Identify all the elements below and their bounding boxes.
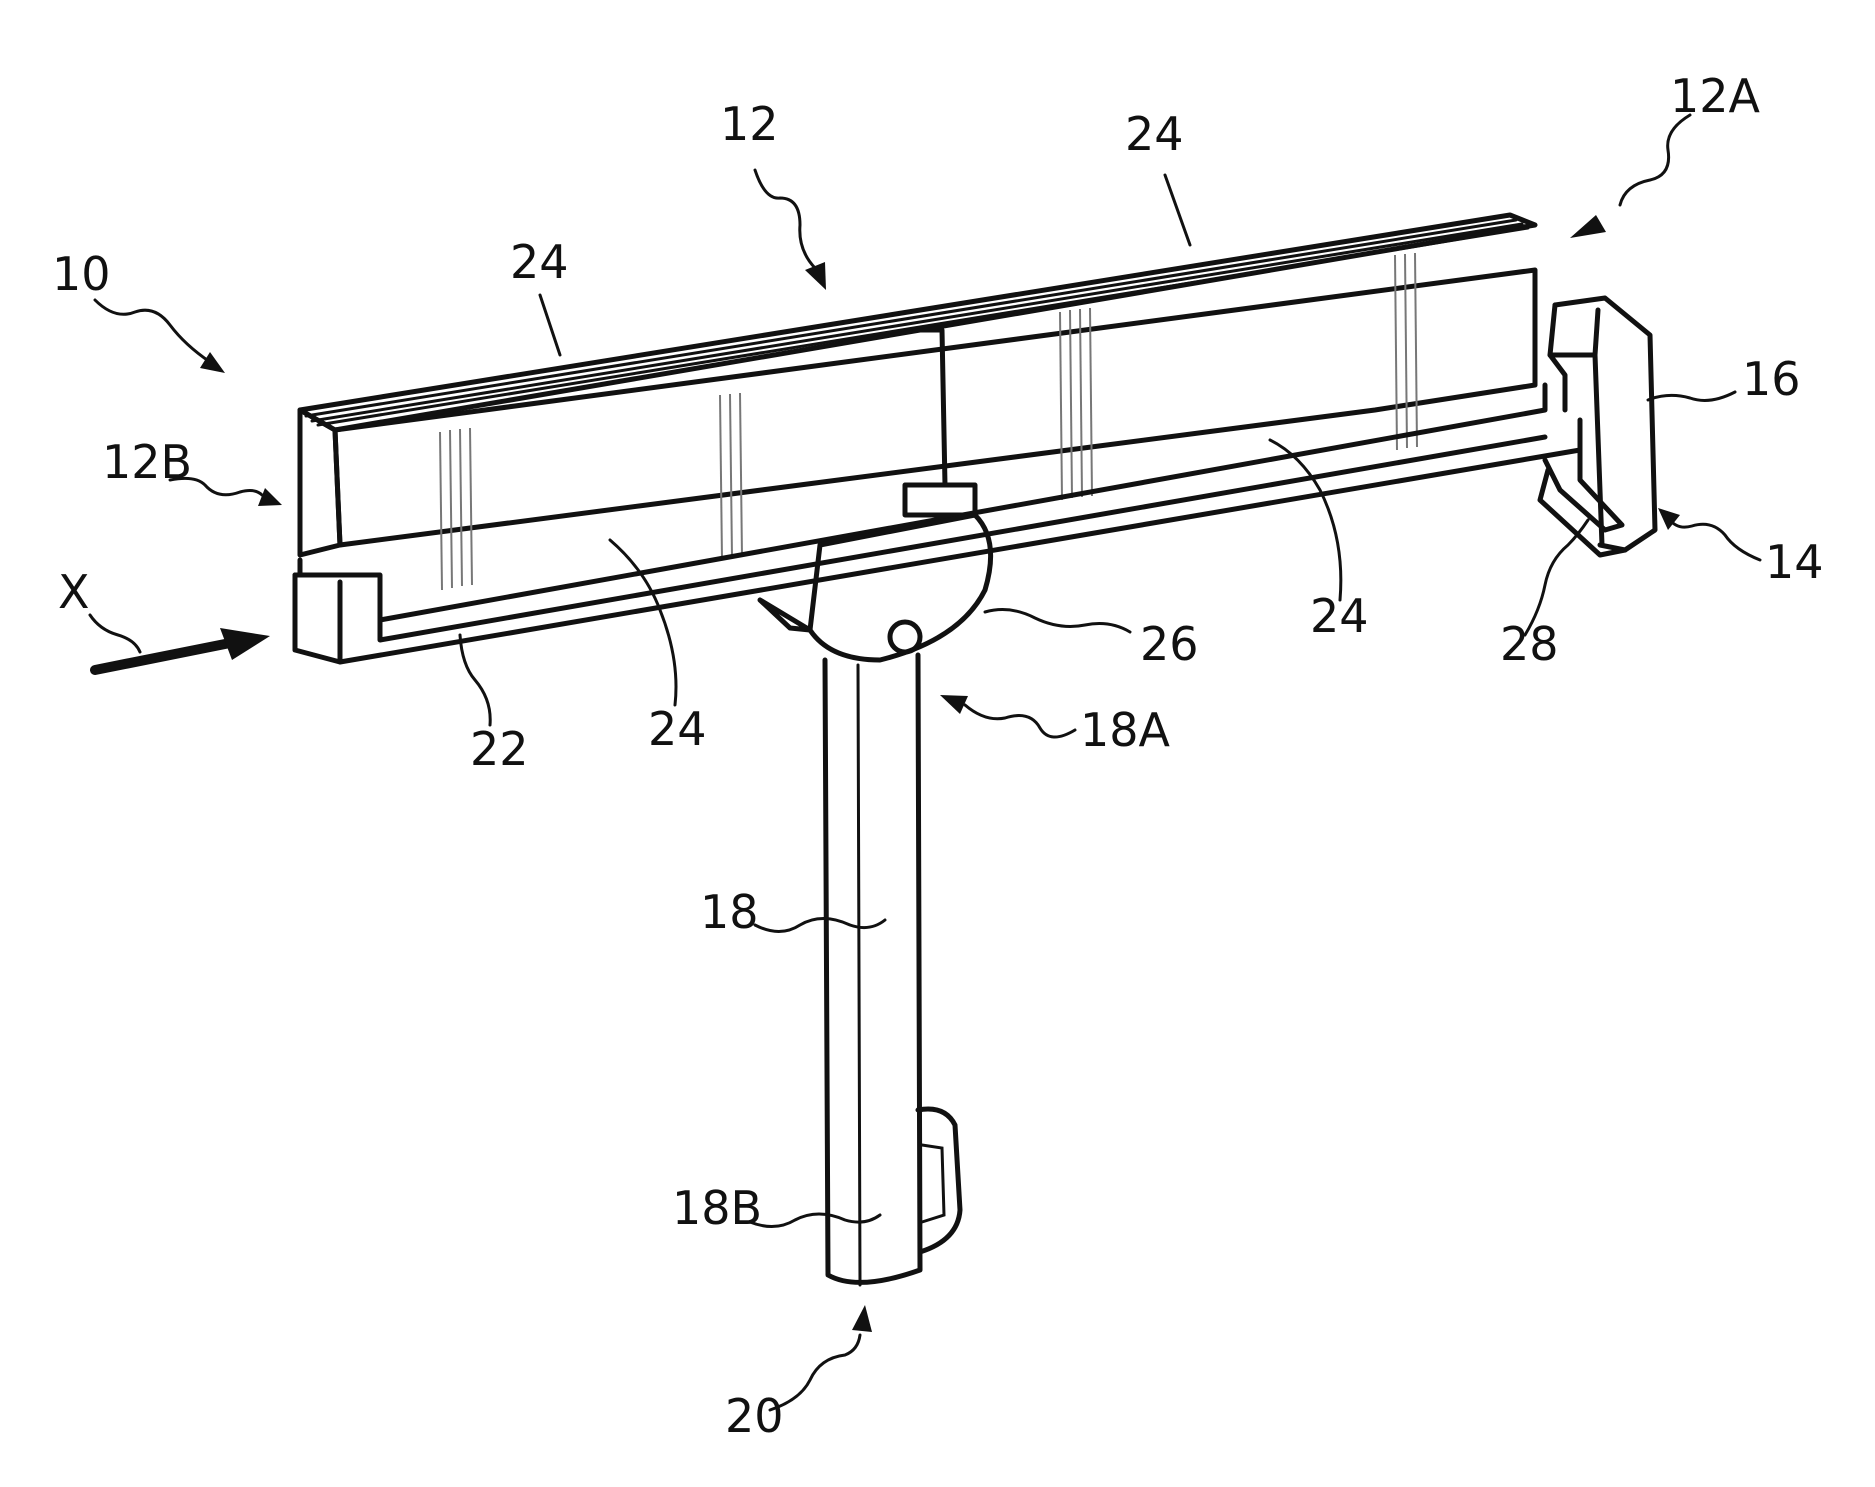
direction-arrow-x [95, 628, 270, 670]
label-24-front-left: 24 [648, 702, 707, 756]
label-16: 16 [1742, 352, 1801, 406]
upper-housing [300, 215, 1535, 590]
label-24-top-left: 24 [510, 235, 569, 289]
label-18a: 18A [1080, 703, 1171, 757]
reference-numerals: 10 12 12A 12B 14 16 18 18A 18B 20 22 24 … [52, 69, 1824, 1443]
label-20: 20 [725, 1389, 784, 1443]
handle [825, 655, 960, 1285]
label-18b: 18B [672, 1181, 762, 1235]
label-24-front-right: 24 [1310, 589, 1369, 643]
label-10: 10 [52, 247, 111, 301]
label-26: 26 [1140, 617, 1199, 671]
label-28: 28 [1500, 617, 1559, 671]
label-x: X [58, 565, 90, 619]
label-14: 14 [1765, 535, 1824, 589]
hook-assembly [1540, 298, 1655, 555]
label-12a: 12A [1670, 69, 1761, 123]
label-24-top-right: 24 [1125, 107, 1184, 161]
label-12b: 12B [102, 435, 192, 489]
label-18: 18 [700, 885, 759, 939]
label-12: 12 [720, 97, 779, 151]
label-22: 22 [470, 722, 529, 776]
